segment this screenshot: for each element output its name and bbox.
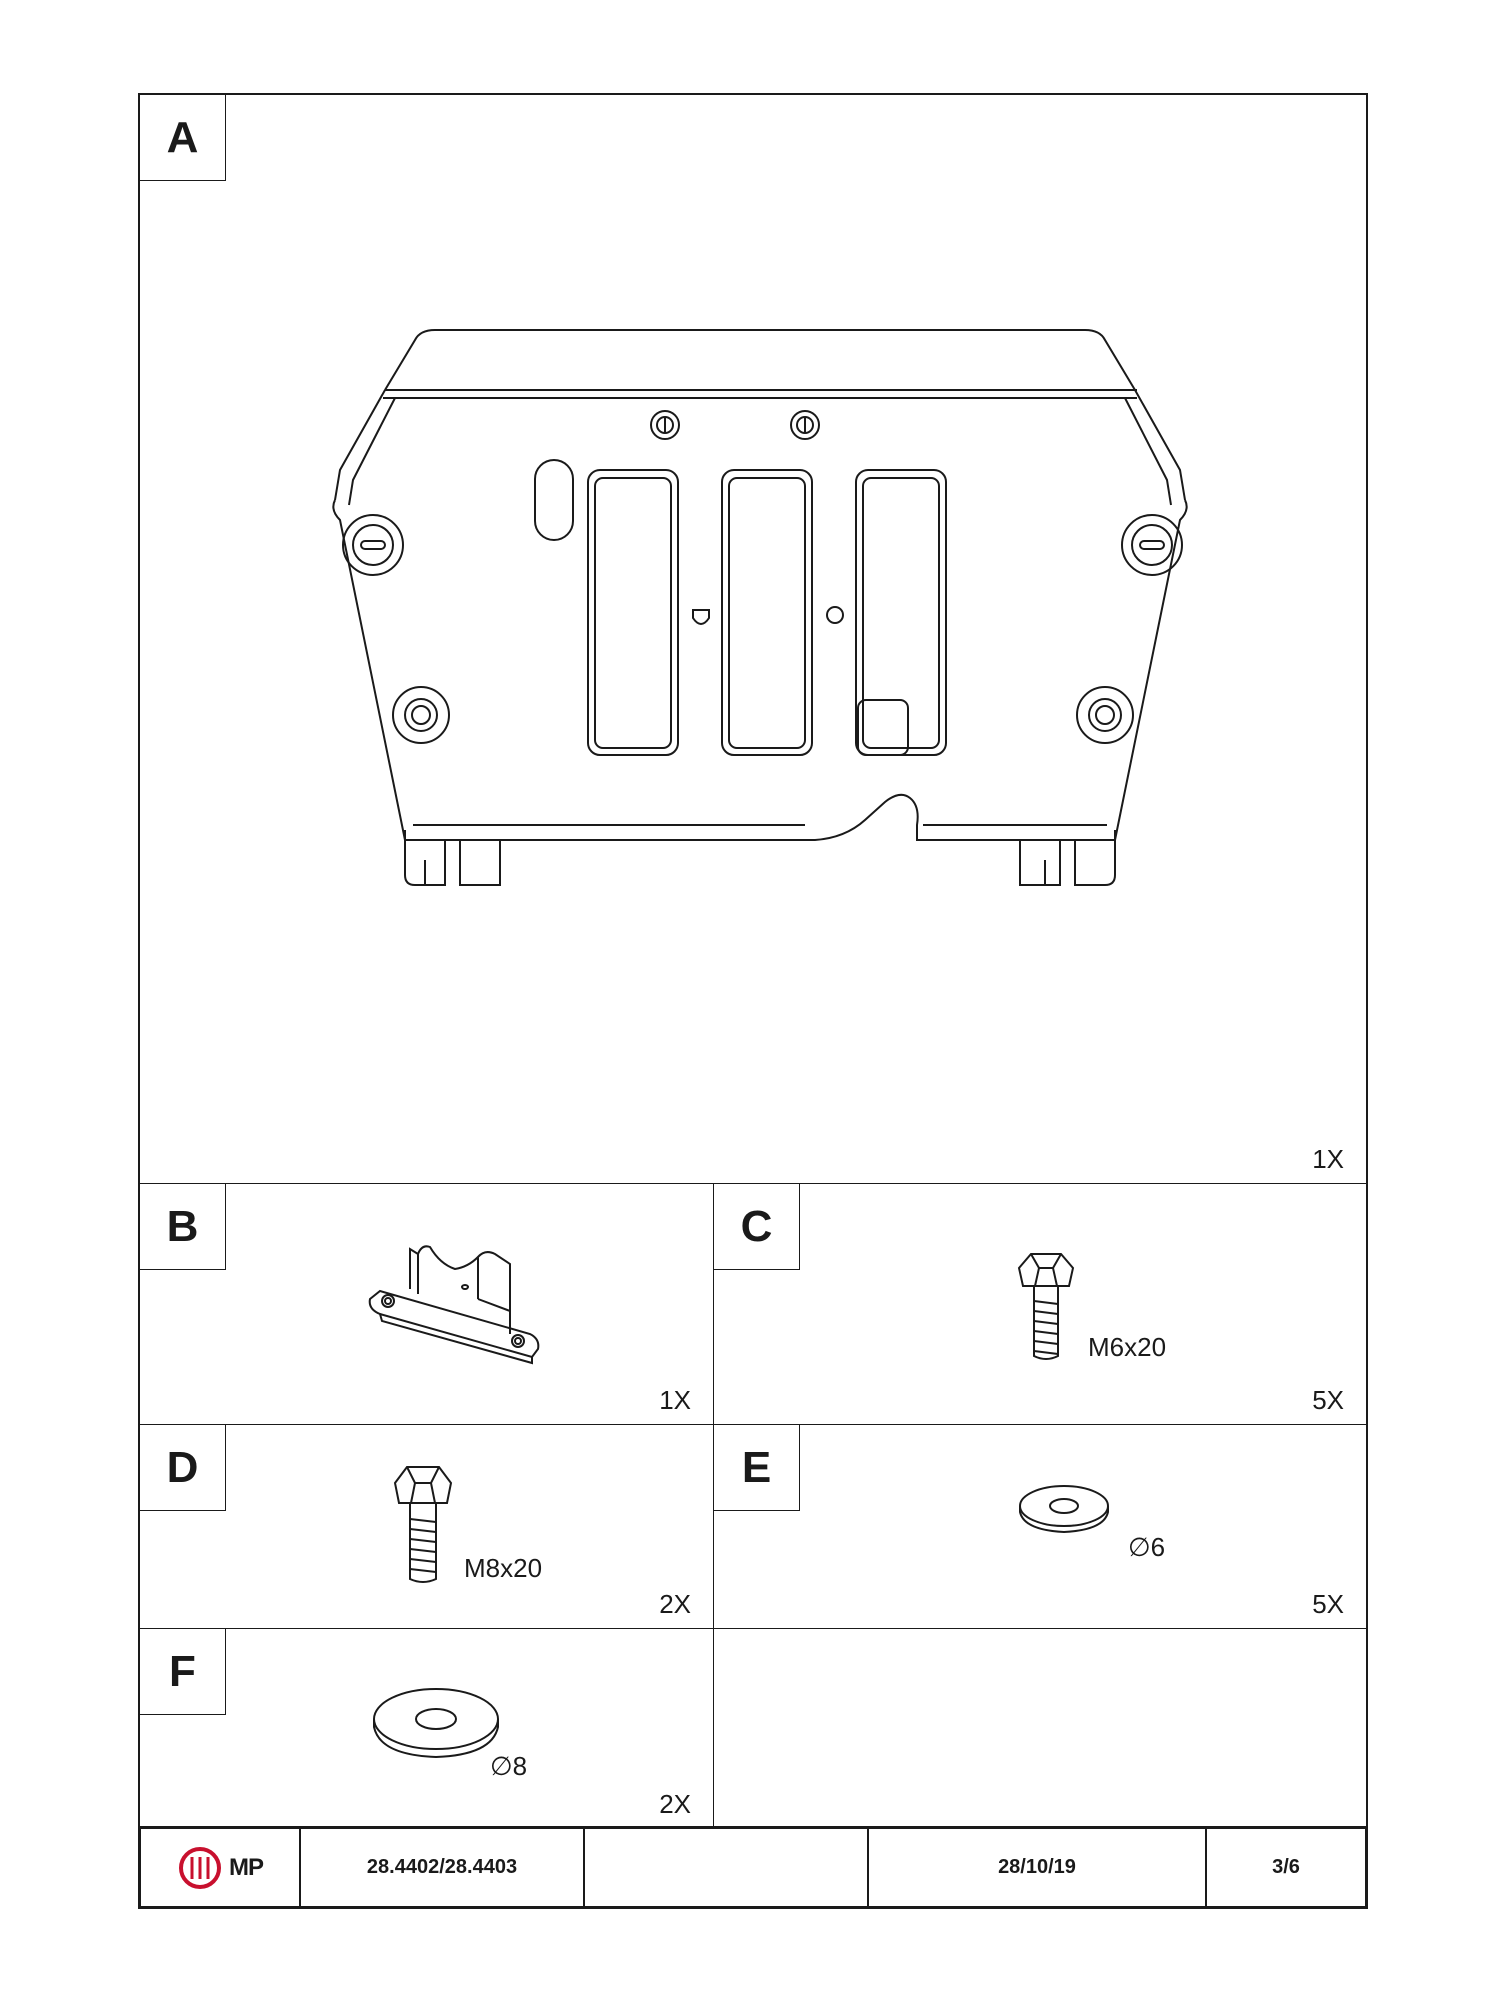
logo-text: MP — [229, 1853, 264, 1881]
part-qty-a: 1X — [1312, 1144, 1344, 1174]
drawing-sheet: A — [138, 93, 1368, 1909]
company-logo: MP — [177, 1845, 264, 1891]
bracket-drawing — [368, 1245, 540, 1365]
page-number: 3/6 — [1272, 1856, 1300, 1878]
skid-plate-drawing — [332, 329, 1188, 886]
part-size-e: ∅6 — [1128, 1532, 1166, 1562]
part-cell-b: B 1X — [140, 1184, 714, 1425]
part-qty-f: 2X — [659, 1789, 691, 1819]
bolt-m8-drawing — [393, 1466, 453, 1583]
part-label-b: B — [140, 1184, 226, 1270]
part-qty-c: 5X — [1312, 1385, 1344, 1415]
empty-cell — [714, 1629, 1366, 1828]
part-label-a: A — [140, 95, 226, 181]
part-qty-d: 2X — [659, 1589, 691, 1619]
part-number: 28.4402/28.4403 — [301, 1829, 585, 1906]
part-size-d: M8x20 — [464, 1553, 543, 1583]
part-label-c: C — [714, 1184, 800, 1270]
part-label-f: F — [140, 1629, 226, 1715]
mp-logo-icon — [179, 1846, 221, 1889]
part-cell-c: C M6x20 5X — [714, 1184, 1366, 1425]
washer-6-drawing — [1019, 1485, 1109, 1534]
part-label-e: E — [714, 1425, 800, 1511]
blank-cell — [585, 1829, 869, 1906]
part-cell-e: E ∅6 5X — [714, 1425, 1366, 1629]
part-qty-e: 5X — [1312, 1589, 1344, 1619]
washer-8-drawing — [373, 1688, 499, 1759]
part-label-d: D — [140, 1425, 226, 1511]
part-cell-a: A — [140, 95, 1366, 1184]
bolt-m6-drawing — [1017, 1253, 1075, 1360]
drawing-date: 28/10/19 — [869, 1829, 1207, 1906]
logo-cell: MP — [141, 1829, 301, 1906]
part-size-f: ∅8 — [490, 1751, 528, 1781]
part-size-c: M6x20 — [1088, 1332, 1167, 1362]
part-cell-f: F ∅8 2X — [140, 1629, 714, 1828]
title-block: MP 28.4402/28.4403 28/10/19 3/6 — [138, 1826, 1368, 1909]
part-cell-d: D M8x20 2X — [140, 1425, 714, 1629]
part-qty-b: 1X — [659, 1385, 691, 1415]
